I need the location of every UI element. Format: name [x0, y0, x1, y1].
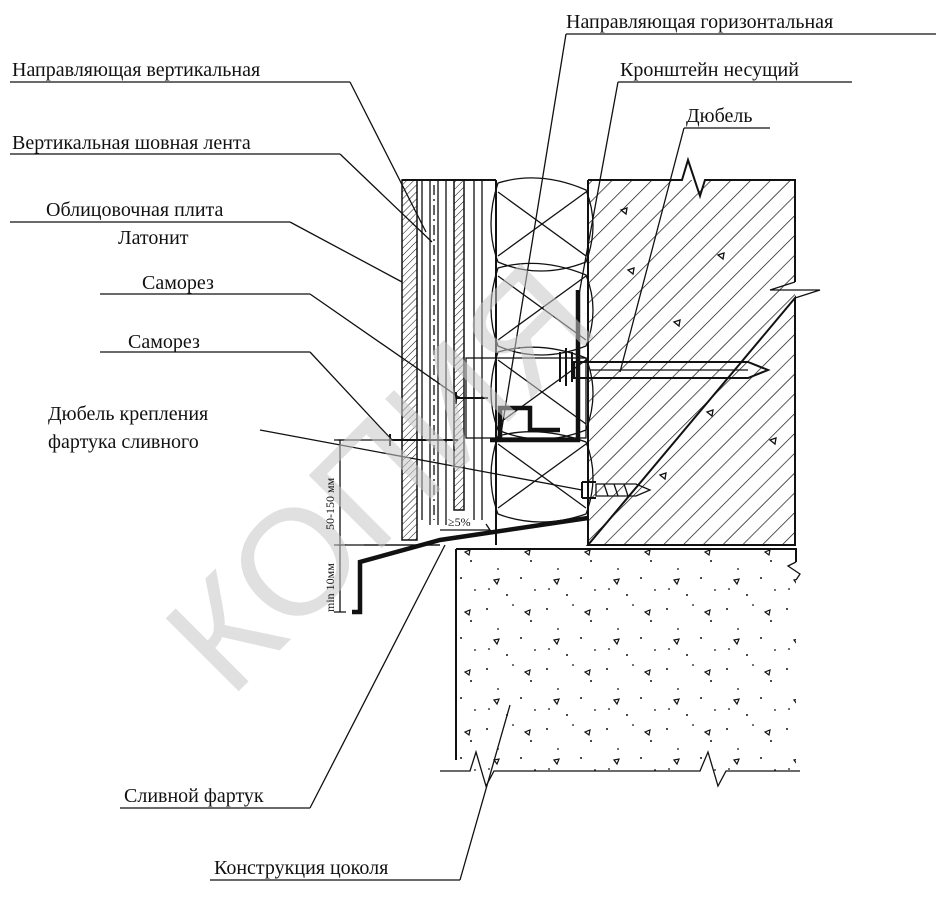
dimension-gap-range: 50-150 мм: [323, 477, 337, 530]
bracket-assembly: [389, 290, 771, 499]
dimension-min-gap: min 10мм: [323, 563, 337, 612]
label-load-bracket: Кронштейн несущий: [620, 59, 799, 81]
label-drip-apron: Сливной фартук: [124, 785, 264, 807]
facing-panel: [401, 179, 496, 541]
label-plinth-structure: Конструкция цоколя: [214, 857, 388, 879]
label-facing-plate-line2: Латонит: [118, 227, 189, 249]
plinth-concrete: [440, 548, 801, 788]
insulation: [490, 177, 594, 545]
label-horizontal-guide: Направляющая горизонтальная: [566, 11, 833, 33]
label-screw-2: Саморез: [128, 331, 200, 353]
label-seam-tape: Вертикальная шовная лента: [12, 132, 251, 154]
dimension-slope: ≥5%: [448, 515, 471, 529]
label-screw-1: Саморез: [142, 272, 214, 294]
leader-lines: [10, 33, 936, 881]
label-apron-dowel-line2: фартука сливного: [48, 431, 199, 453]
masonry-wall: [585, 156, 821, 546]
dimension-lines: [334, 439, 492, 613]
label-dowel: Дюбель: [686, 105, 752, 127]
label-facing-plate-line1: Облицовочная плита: [46, 199, 224, 221]
label-apron-dowel-line1: Дюбель крепления: [48, 403, 208, 425]
label-vertical-guide: Направляющая вертикальная: [12, 59, 260, 81]
